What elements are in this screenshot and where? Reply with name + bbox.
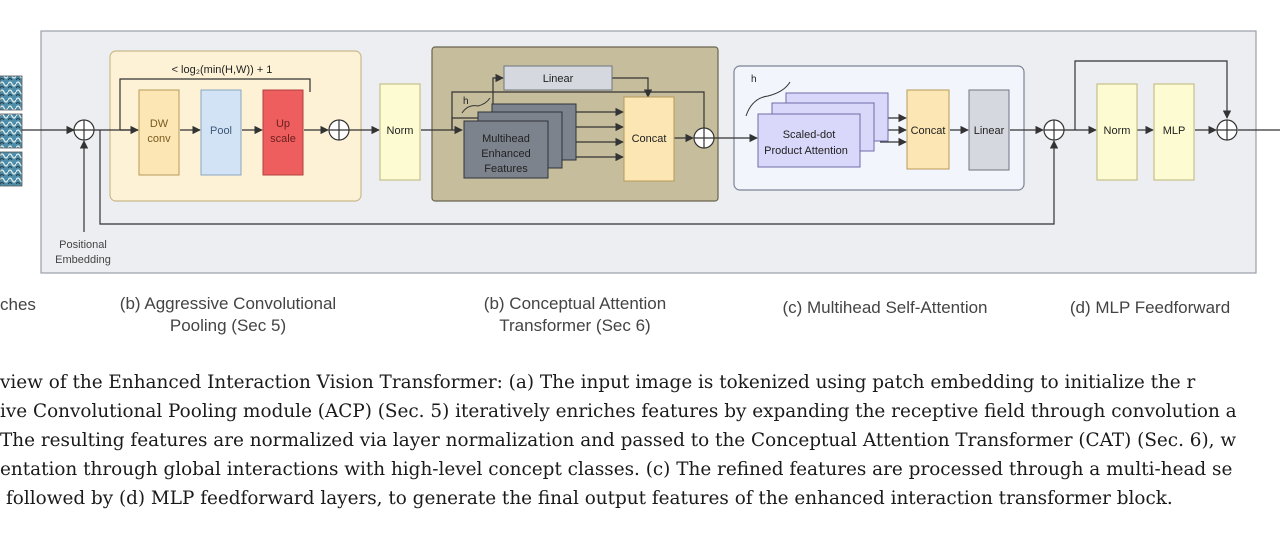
msa-h-label: h [751,74,757,85]
caption-line3: The resulting features are normalized vi… [0,430,1237,451]
dw-conv-line1: DW [150,118,169,130]
mhef-line2: Enhanced [481,148,531,160]
cat-linear-label: Linear [543,73,574,85]
cat-h-brace [461,97,491,114]
msa-h-brace [745,81,791,117]
pos-emb-line1: Positional [59,239,107,251]
caption-line1: view of the Enhanced Interaction Vision … [0,372,1196,393]
cat-linear-box [503,65,613,91]
caption-line4: entation through global interactions wit… [0,459,1233,480]
subcaption-b2-line1: (b) Conceptual Attention [483,294,667,313]
figure-caption: view of the Enhanced Interaction Vision … [0,368,1280,513]
norm1-box [379,83,421,181]
subcaption-b1-line1: (b) Aggressive Convolutional [119,294,337,313]
mlp-label: MLP [1163,125,1186,137]
upscale-line2: scale [270,133,296,145]
norm2-box [1096,83,1138,181]
flow-lines [22,60,1280,232]
msa-linear-box [968,89,1010,171]
sdpa-line1: Scaled-dot [783,129,836,141]
subcaption-b1: (b) Aggressive Convolutional Pooling (Se… [96,293,360,337]
image-patches [0,75,23,187]
sum-nodes [73,119,1238,149]
upscale-box [262,89,304,176]
sdpa-box [757,113,861,168]
pool-label: Pool [210,125,232,137]
caption-line2: ive Convolutional Pooling module (ACP) (… [0,401,1237,422]
subcaption-c: (c) Multihead Self-Attention [782,298,988,317]
msa-concat-label: Concat [911,125,946,137]
msa-concat-box [906,89,950,170]
norm1-label: Norm [387,125,414,137]
mhef-box [463,120,549,179]
subcaption-b2: (b) Conceptual Attention Transformer (Se… [460,293,690,337]
cat-h-label: h [463,96,469,107]
acp-loop-label: < log₂(min(H,W)) + 1 [172,64,273,76]
sdpa-line2: Product Attention [764,145,848,157]
subcaption-a: ches [0,295,36,314]
cat-concat-label: Concat [632,133,667,145]
upscale-line1: Up [276,118,290,130]
subcaption-b2-line2: Transformer (Sec 6) [499,316,651,335]
dw-conv-line2: conv [147,133,171,145]
cat-concat-box [623,96,675,182]
mhef-line3: Features [484,163,528,175]
pool-box [200,89,242,176]
msa-linear-label: Linear [974,125,1005,137]
subcaption-d: (d) MLP Feedforward [1069,298,1231,317]
mhef-line1: Multihead [482,133,530,145]
architecture-diagram: < log₂(min(H,W)) + 1 DW conv Pool Up sca… [0,30,1280,274]
subcaption-b1-line2: Pooling (Sec 5) [169,316,287,335]
norm2-label: Norm [1104,125,1131,137]
caption-line5: followed by (d) MLP feedforward layers, … [6,488,1173,509]
mlp-box [1153,83,1195,181]
dw-conv-box [138,89,180,176]
pos-emb-line2: Embedding [55,254,111,266]
